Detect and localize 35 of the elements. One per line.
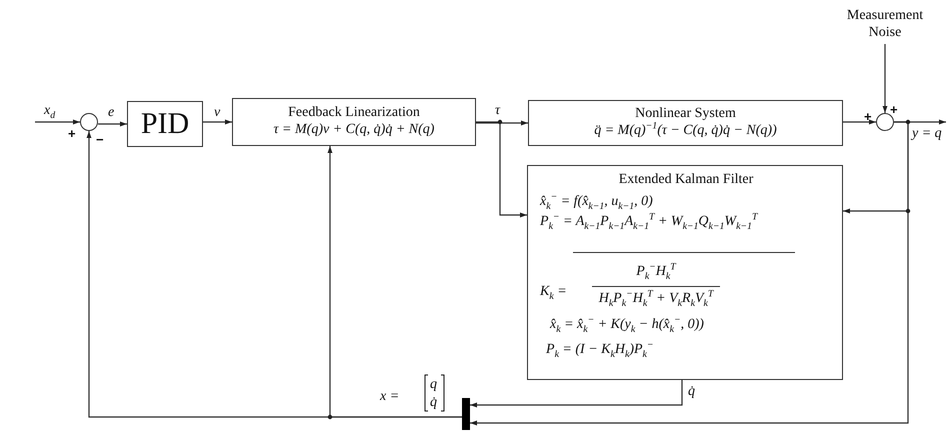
arrow [328,146,462,418]
arrow [35,120,80,124]
vector-label: q̇ [430,396,437,410]
equation: K$_{k}$ = [540,284,567,301]
sign-label: + [68,127,76,140]
arrow [470,380,683,408]
equation: τ = M(q)v + C(q, q̇)q̇ + N(q) [274,122,434,139]
arrow [98,122,127,126]
block-title: Feedback Linearization [288,105,420,122]
process-block [232,98,476,146]
equation: q̈ = M(q)$^{−1}$(τ − C(q, q̇)q̇ − N(q)) [594,123,777,140]
arrow [843,120,876,124]
mux-bar [462,398,470,430]
noise-label: Measurement Noise [846,8,924,42]
sign-label: + [890,103,898,116]
edge-label: y = q [912,127,942,141]
block-title: Extended Kalman Filter [618,172,754,189]
arrow [476,120,528,126]
process-block [528,100,843,146]
block-title: Nonlinear System [635,106,736,122]
sign-label: + [864,110,872,123]
filter-block [527,165,843,380]
block-title: PID [140,106,190,142]
process-block [127,101,203,147]
summing-junction [876,113,894,131]
summing-junction [80,113,98,131]
arrow [882,44,888,113]
edge-label: q̇ [688,385,695,399]
arrow [476,121,527,218]
equation: x̂$_{k}$ = x̂$_{k}$$^{−}$ + K(y$_{k}$ − h(x̂$_{k}$$^{−}$, 0)) [550,317,704,334]
vector-label: q [430,378,437,392]
sign-label: − [96,133,104,146]
arrow [203,120,232,124]
equation: x̂$_{k}$$^{−}$ = f(x̂$_{k−1}$, u$_{k−1}$, 0) [540,194,653,211]
arrow [470,121,909,426]
